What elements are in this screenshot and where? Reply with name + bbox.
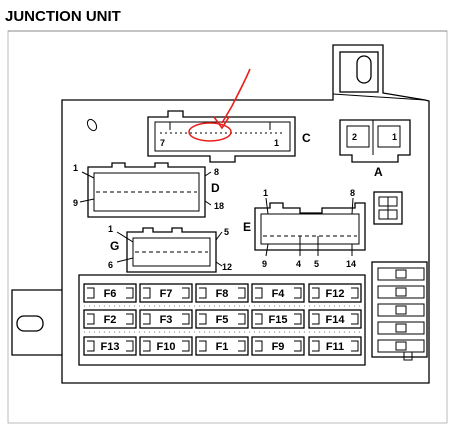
connector-g-pin-1: 1 xyxy=(108,224,113,234)
connector-c-pin-1: 1 xyxy=(274,138,279,148)
connector-e-pin-5: 5 xyxy=(314,259,319,269)
connector-g[interactable]: 1 5 6 12 xyxy=(108,224,232,273)
fuse-f3[interactable]: F3 xyxy=(139,309,193,329)
relay-small[interactable] xyxy=(373,191,403,225)
annotation-circle xyxy=(188,122,232,142)
connector-c-pin-7: 7 xyxy=(160,138,165,148)
fuse-label: F14 xyxy=(326,314,346,326)
fuse-f7[interactable]: F7 xyxy=(139,283,193,303)
connector-e-pin-1: 1 xyxy=(263,188,268,198)
mini-relay[interactable] xyxy=(377,339,425,353)
relay-strip-tab xyxy=(403,351,413,361)
connector-e-pin-14: 14 xyxy=(346,259,356,269)
fuse-label: F13 xyxy=(101,341,120,353)
connector-e[interactable]: 1 8 9 4 5 14 xyxy=(254,188,366,269)
fuse-label: F15 xyxy=(269,314,288,326)
red-annotation xyxy=(188,68,251,142)
fuse-f5[interactable]: F5 xyxy=(195,309,249,329)
fuse-label: F7 xyxy=(160,288,173,300)
mini-relay[interactable] xyxy=(377,285,425,299)
fuse-f12[interactable]: F12 xyxy=(308,283,362,303)
connector-g-pin-6: 6 xyxy=(108,260,113,270)
fuse-label: F2 xyxy=(104,314,117,326)
connector-a-label: A xyxy=(374,165,383,179)
fuse-f9[interactable]: F9 xyxy=(251,336,305,356)
left-mount-hole xyxy=(16,315,44,332)
fuse-label: F11 xyxy=(326,341,344,353)
connector-g-label: G xyxy=(110,239,119,253)
connector-e-pin-4: 4 xyxy=(296,259,301,269)
fuse-label: F10 xyxy=(157,341,176,353)
housing-inner-edge xyxy=(332,93,426,101)
connector-d-pin-1: 1 xyxy=(73,163,78,173)
top-mount-hole xyxy=(356,55,372,84)
connector-a-pin-1: 1 xyxy=(392,132,397,142)
annotation-arrow-line xyxy=(221,68,251,124)
fuse-label: F3 xyxy=(160,314,173,326)
connector-d-label: D xyxy=(211,181,220,195)
housing-outline xyxy=(61,44,430,384)
connector-e-label: E xyxy=(243,220,251,234)
connector-d-pin-18: 18 xyxy=(214,201,224,211)
fuse-label: F6 xyxy=(104,288,117,300)
connector-a-pin-2: 2 xyxy=(352,132,357,142)
connector-d-pin-9: 9 xyxy=(73,198,78,208)
fuse-f11[interactable]: F11 xyxy=(308,336,362,356)
fuse-f8[interactable]: F8 xyxy=(195,283,249,303)
fuse-label: F4 xyxy=(272,288,286,300)
fuse-label: F8 xyxy=(216,288,229,300)
fuse-f6[interactable]: F6 xyxy=(83,283,137,303)
connector-g-pin-5: 5 xyxy=(224,227,229,237)
fuse-label: F5 xyxy=(216,314,229,326)
connector-c-label: C xyxy=(302,131,311,145)
top-mount-bracket xyxy=(339,51,379,93)
mini-relay[interactable] xyxy=(377,267,425,281)
fuse-label: F12 xyxy=(326,288,345,300)
connector-d[interactable]: 1 8 9 18 xyxy=(73,162,224,218)
fuse-label: F1 xyxy=(216,341,229,353)
fuse-f1[interactable]: F1 xyxy=(195,336,249,356)
housing-pin-marker xyxy=(86,118,98,132)
fuse-label: F9 xyxy=(272,341,285,353)
annotation-arrow-head xyxy=(213,116,230,130)
connector-e-pin-9: 9 xyxy=(262,259,267,269)
left-mount-bracket xyxy=(11,289,62,356)
fuse-f15[interactable]: F15 xyxy=(251,309,305,329)
fuse-f2[interactable]: F2 xyxy=(83,309,137,329)
connector-e-pin-8: 8 xyxy=(350,188,355,198)
fuse-f14[interactable]: F14 xyxy=(308,309,362,329)
connector-d-pin-8: 8 xyxy=(214,167,219,177)
right-relay-strip xyxy=(371,261,428,361)
mini-relay[interactable] xyxy=(377,303,425,317)
connector-g-pin-12: 12 xyxy=(222,262,232,272)
page-title: JUNCTION UNIT xyxy=(5,8,121,25)
fuse-f4[interactable]: F4 xyxy=(251,283,305,303)
fuse-f10[interactable]: F10 xyxy=(139,336,193,356)
mini-relay[interactable] xyxy=(377,321,425,335)
connector-a[interactable]: 2 1 xyxy=(339,119,411,163)
connector-c[interactable]: 7 1 xyxy=(147,110,296,163)
fuse-f13[interactable]: F13 xyxy=(83,336,137,356)
